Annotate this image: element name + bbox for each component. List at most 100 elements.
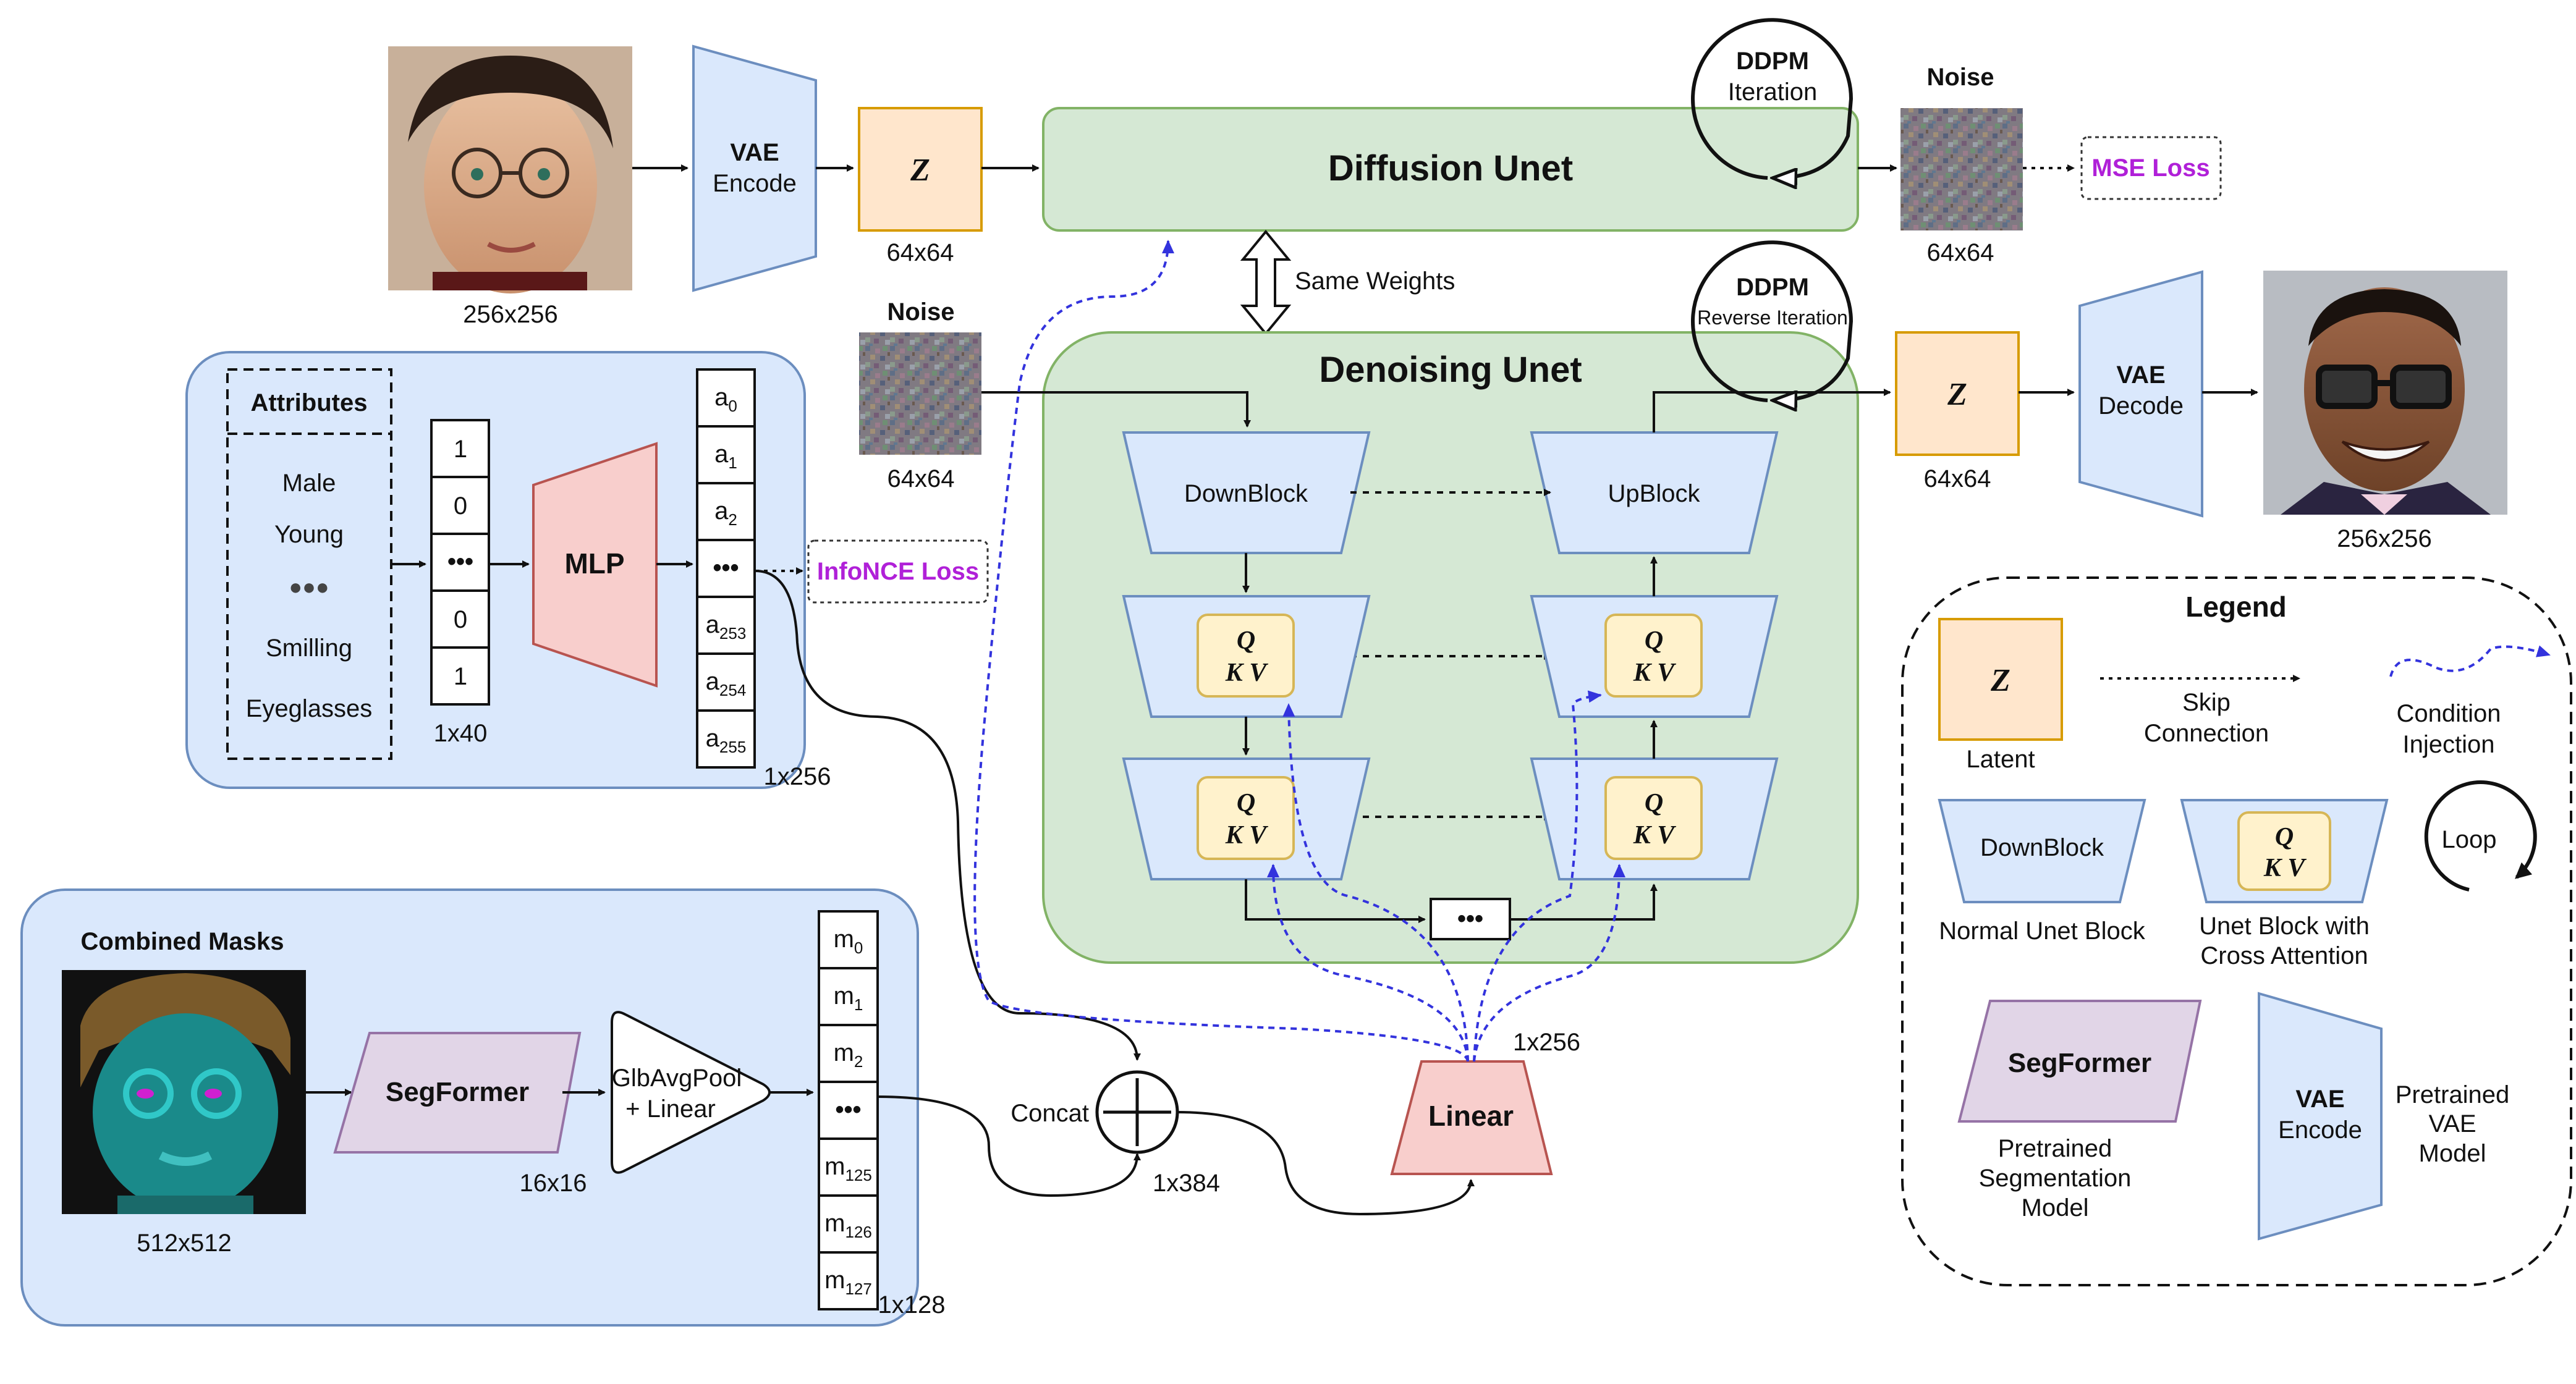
ddpm-reverse-subtitle: Reverse Iteration: [1697, 306, 1848, 329]
mask-embedding-cell-1: [818, 967, 879, 1026]
masks-header: Combined Masks: [81, 928, 284, 955]
mask-embedding-cell-5: [818, 1194, 879, 1254]
legend-q: Q: [2275, 823, 2294, 851]
vae-encode-subtitle: Encode: [713, 170, 797, 197]
legend-condition-line1: Condition: [2396, 700, 2501, 727]
legend-vae-desc2: VAE: [2428, 1110, 2476, 1137]
mse-loss-box: [2080, 136, 2222, 200]
ddpm-iteration-subtitle: Iteration: [1728, 78, 1818, 106]
global-avg-pool: [611, 1011, 771, 1174]
legend-vae-desc1: Pretrained: [2396, 1081, 2510, 1108]
legend-vae: [2258, 992, 2383, 1241]
upblock: [1530, 431, 1779, 554]
mse-loss-label: MSE Loss: [2091, 154, 2210, 182]
segformer-label: SegFormer: [386, 1077, 529, 1107]
legend-vae-subtitle: Encode: [2278, 1116, 2362, 1144]
arrow-attr-to-concat: [755, 570, 1141, 1061]
attribute-embedding-cell-1: [696, 425, 756, 484]
up-qkv-2-q: Q: [1645, 789, 1663, 817]
attribute-embedding-label-2: a2: [714, 497, 737, 529]
mask-embedding-size: 1x128: [878, 1291, 946, 1319]
ddpm-reverse-title: DDPM: [1736, 274, 1809, 301]
infonce-loss-label: InfoNCE Loss: [817, 558, 979, 585]
mlp: [532, 442, 658, 688]
vae-encoder: [692, 44, 817, 292]
legend-downblock: [1938, 799, 2146, 903]
condition-to-up-1: [1473, 690, 1602, 1062]
vector-cell-2: •••: [447, 548, 473, 575]
linear: [1390, 1060, 1553, 1175]
legend-latent: [1938, 618, 2063, 741]
up-qkv-1-q: Q: [1645, 627, 1663, 655]
vae-decode-title: VAE: [2116, 361, 2165, 389]
mask-embedding-cell-4: [818, 1137, 879, 1197]
noise-input-image: [859, 332, 981, 455]
same-weights-label: Same Weights: [1295, 268, 1455, 295]
legend-cross-line2: Cross Attention: [2200, 942, 2368, 969]
attribute-vector-size: 1x40: [434, 720, 488, 747]
down-qkv-1-q: Q: [1237, 627, 1255, 655]
segformer-size: 16x16: [520, 1170, 587, 1197]
attribute-young: Young: [274, 521, 344, 548]
legend-vae-title: VAE: [2295, 1086, 2344, 1113]
mask-embedding-cell-6: [818, 1251, 879, 1310]
input-size-label: 256x256: [463, 301, 557, 328]
upblock-label: UpBlock: [1608, 480, 1701, 507]
arrow-to-bottleneck: [1245, 879, 1426, 923]
legend-kv: K V: [2263, 854, 2307, 882]
attribute-embedding-cell-3: [696, 539, 756, 598]
legend-segformer-desc1: Pretrained: [1998, 1135, 2112, 1162]
input-face-image: [388, 46, 632, 293]
condition-to-diffusion: [973, 240, 1469, 1062]
legend-normal-block-label: Normal Unet Block: [1939, 918, 2145, 945]
legend-loop-icon: [2424, 780, 2537, 892]
vector-cell-1: 0: [454, 492, 467, 520]
latent-output-size: 64x64: [1924, 465, 1991, 492]
downblock-label: DownBlock: [1184, 480, 1308, 507]
mask-embedding-label-1: m1: [834, 982, 863, 1014]
attribute-vector: 1 0 ••• 0 1: [430, 419, 490, 706]
bottleneck-box: [1430, 898, 1511, 940]
up-qkv-2-kv: K V: [1633, 821, 1677, 850]
down-qkv-1-kv: K V: [1225, 659, 1269, 687]
ddpm-reverse-loop: [1691, 240, 1854, 400]
legend-skip-line2: Connection: [2144, 720, 2269, 747]
concat-label: Concat: [1010, 1100, 1089, 1127]
up-qkv-1: [1604, 614, 1703, 698]
latent-top: [858, 107, 983, 232]
attribute-embedding-label-3: •••: [713, 554, 739, 581]
downblock: [1122, 431, 1371, 554]
attribute-eyeglasses: Eyeglasses: [246, 695, 373, 722]
down-qkv-2: [1197, 776, 1295, 860]
attribute-male: Male: [282, 470, 336, 497]
linear-size: 1x256: [1513, 1029, 1580, 1056]
condition-to-up-2: [1473, 864, 1625, 1062]
latent-output: [1895, 331, 2020, 456]
noise-input-label: Noise: [888, 298, 955, 326]
noise-output-label: Noise: [1927, 64, 1994, 91]
legend-segformer-label: SegFormer: [2008, 1048, 2151, 1078]
vector-cell-0: 1: [454, 436, 467, 463]
latent-top-symbol: Z: [910, 153, 930, 188]
noise-input-size: 64x64: [888, 465, 955, 492]
segformer: [333, 1032, 582, 1154]
attribute-embedding-size: 1x256: [764, 763, 831, 790]
down-qkv-2-q: Q: [1237, 789, 1255, 817]
up-qkv-1-kv: K V: [1633, 659, 1677, 687]
output-size-label: 256x256: [2337, 525, 2431, 552]
arrow-mask-to-concat: [877, 1095, 1141, 1197]
mlp-label: MLP: [564, 547, 624, 580]
mask-embedding-cell-3: [818, 1081, 879, 1140]
legend-skip-line1: Skip: [2182, 689, 2231, 716]
concat-size: 1x384: [1153, 1170, 1220, 1197]
mask-embedding-label-3: •••: [835, 1096, 861, 1123]
same-weights-arrow: [1240, 229, 1292, 336]
denoising-unet-title: Denoising Unet: [1319, 350, 1582, 390]
vector-cell-3: 0: [454, 606, 467, 633]
output-face-image: [2263, 271, 2507, 515]
noise-output-image: [1900, 108, 2023, 230]
arrow-from-bottleneck: [1510, 884, 1658, 921]
